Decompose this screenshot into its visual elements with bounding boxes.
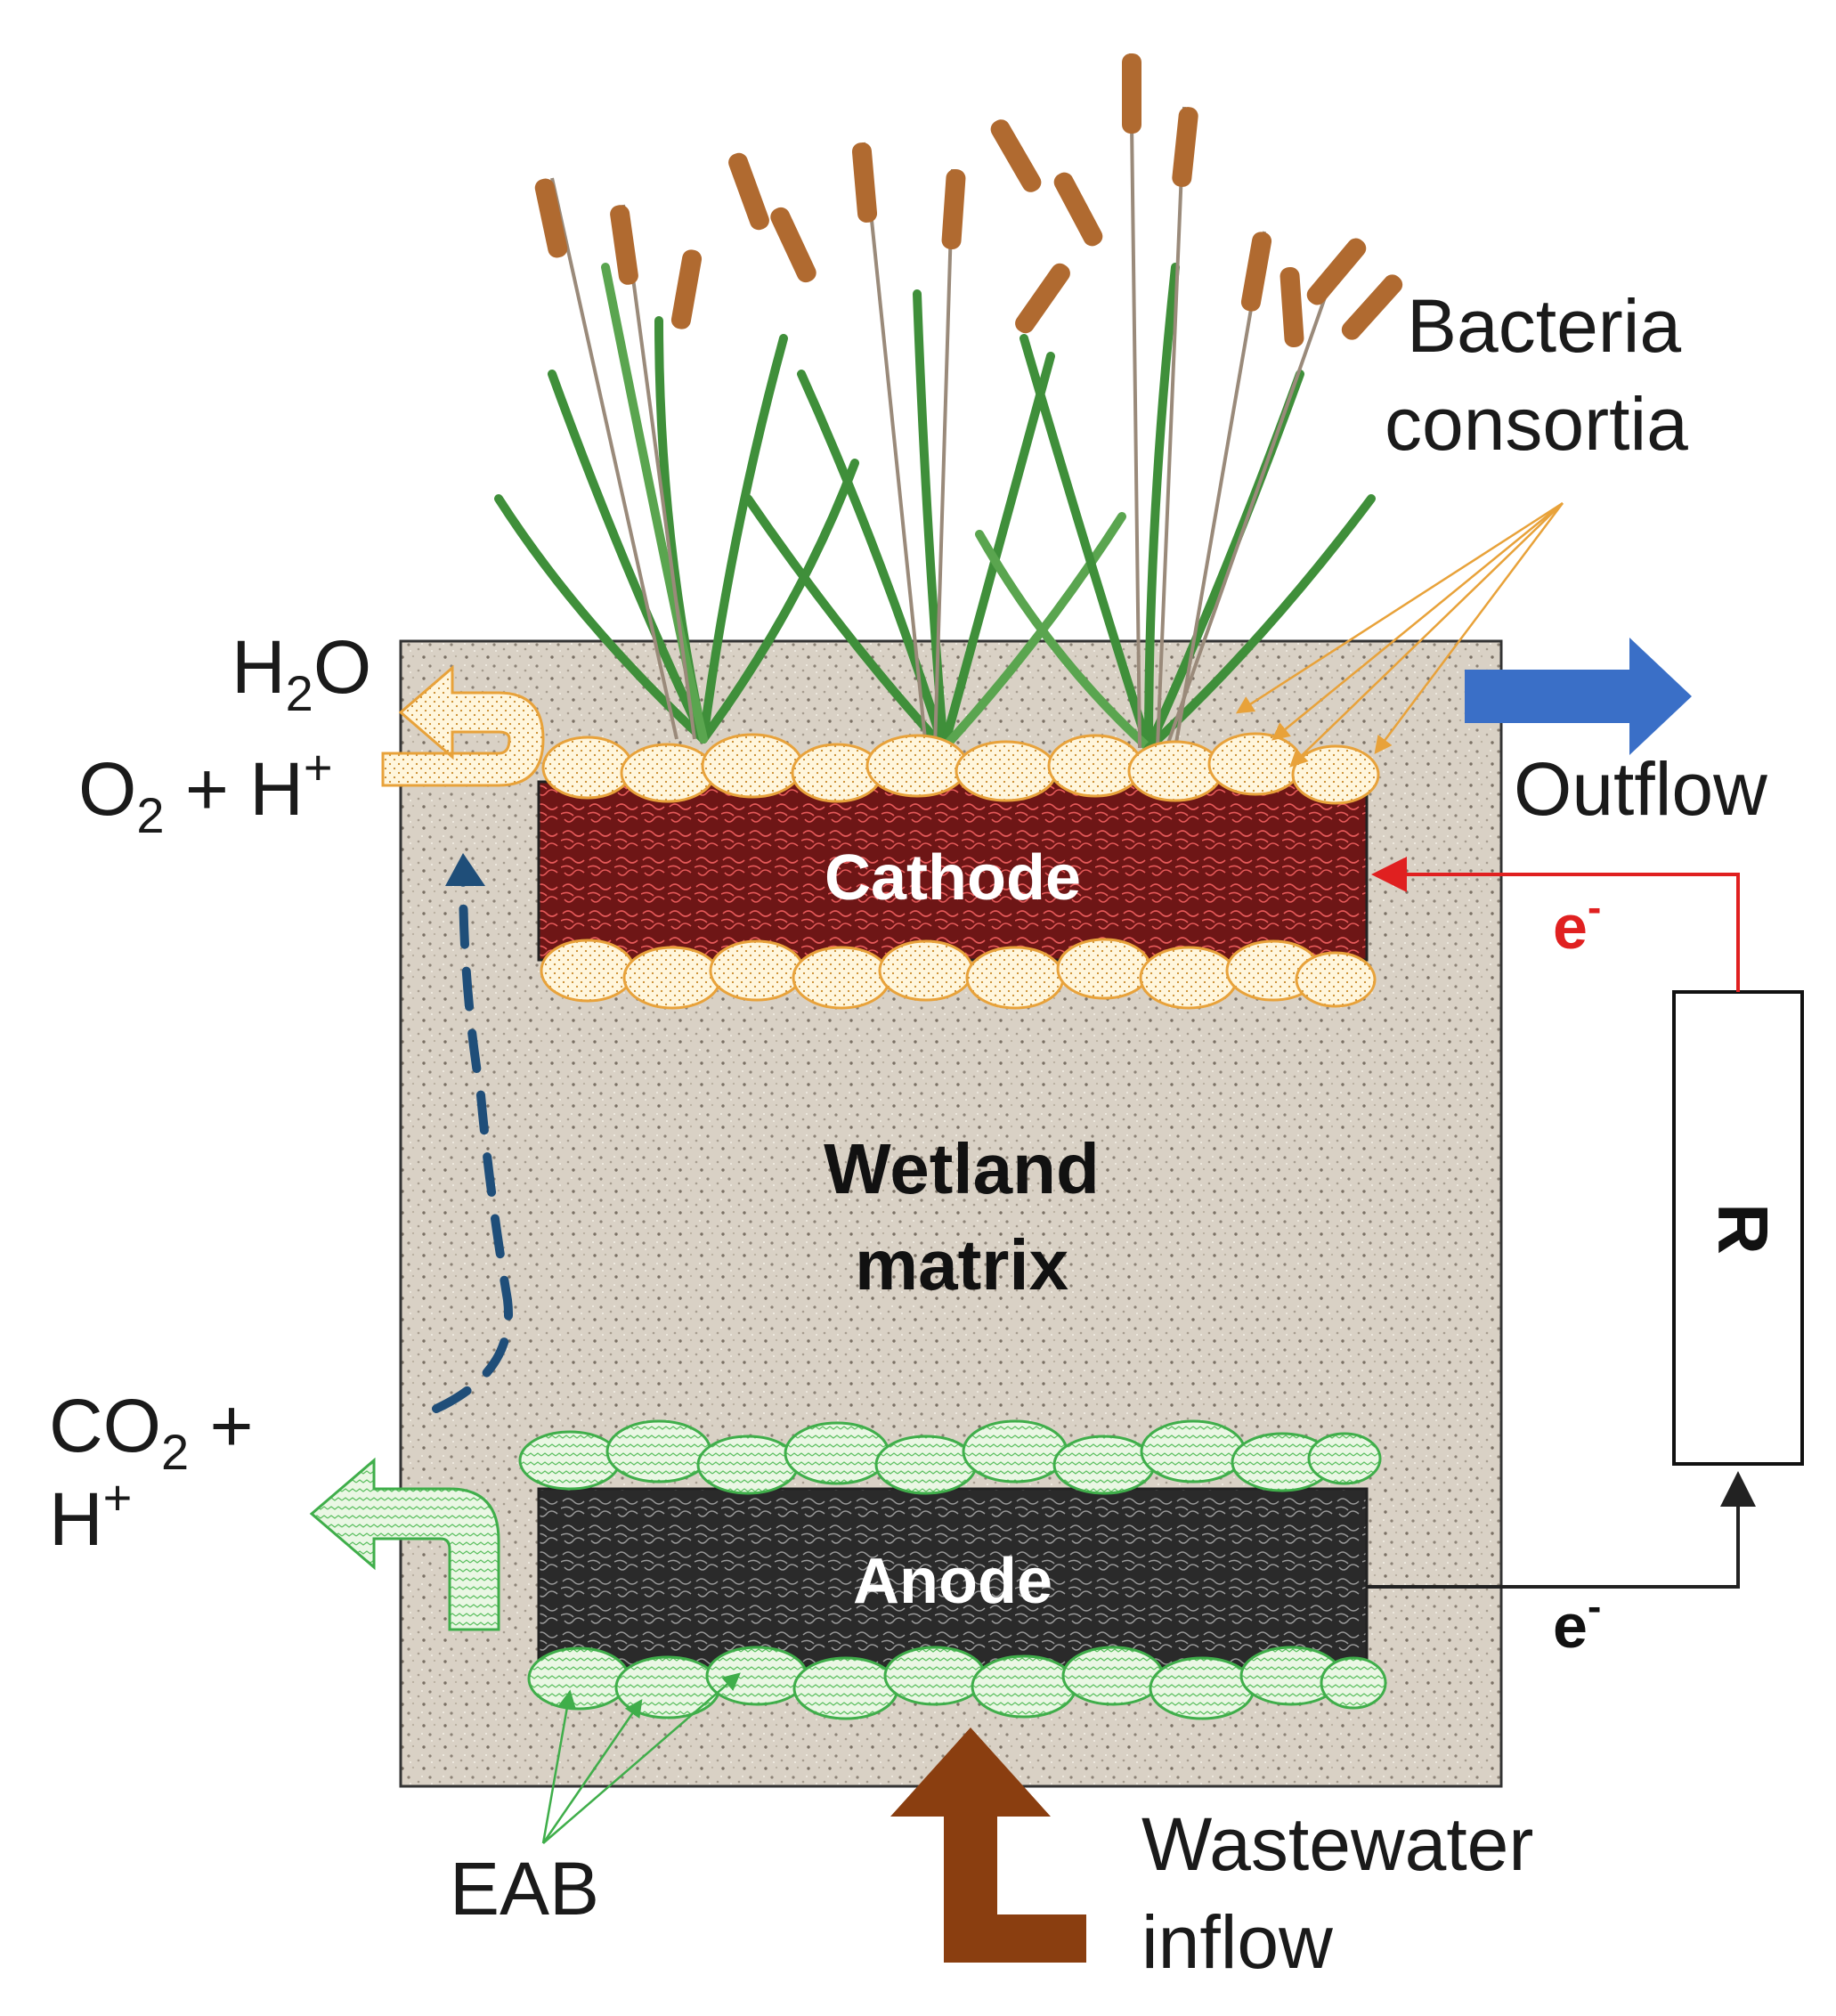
- wetland-matrix-label-2: matrix: [855, 1225, 1068, 1305]
- anode-electrode: [537, 1487, 1369, 1669]
- proton-transport-arrowhead: [445, 853, 485, 886]
- resistor-box: [1672, 990, 1804, 1466]
- cattail-heads: [534, 53, 1403, 347]
- bacteria-label-2: consortia: [1385, 382, 1688, 466]
- cathode-electrode: [537, 780, 1369, 962]
- bacteria-label-1: Bacteria: [1407, 284, 1681, 368]
- cattail-stems: [550, 53, 1337, 749]
- bacteria-pointers: [1235, 501, 1564, 768]
- h2o-label: H2O: [232, 625, 371, 721]
- eab-label: EAB: [450, 1847, 599, 1931]
- eab-pointers: [541, 1672, 741, 1844]
- electron-bottom-label: e-: [1553, 1583, 1601, 1661]
- resistor-label: R: [1703, 1203, 1783, 1255]
- wastewater-label-1: Wastewater: [1141, 1802, 1533, 1886]
- wastewater-label-2: inflow: [1141, 1900, 1333, 1984]
- cathode-label: Cathode: [825, 842, 1081, 914]
- electron-path-bottom: [1367, 1471, 1756, 1589]
- outflow-label: Outflow: [1514, 747, 1767, 831]
- anode-biofilm-top: [518, 1419, 1382, 1495]
- co2-label: CO2 +: [49, 1384, 254, 1480]
- electron-path-top: [1371, 857, 1740, 992]
- proton-transport-path: [432, 868, 513, 1413]
- h-plus-label: H+: [49, 1469, 132, 1561]
- cathode-reaction-arrow: [381, 664, 545, 787]
- cathode-biofilm-bottom: [540, 938, 1377, 1010]
- plant-middle: [743, 289, 1126, 752]
- electron-top-label: e-: [1553, 884, 1601, 962]
- plant-left: [494, 263, 859, 744]
- anode-label: Anode: [853, 1546, 1052, 1617]
- plants: [494, 53, 1403, 752]
- wetland-matrix-label-1: Wetland: [824, 1129, 1100, 1208]
- anode-biofilm-bottom: [527, 1646, 1387, 1720]
- outflow-arrow: [1465, 638, 1692, 755]
- o2-h-plus-label: O2 + H+: [78, 739, 333, 843]
- anode-reaction-arrow: [309, 1457, 500, 1631]
- wastewater-inflow-arrow: [890, 1727, 1086, 1963]
- cathode-biofilm-top: [541, 732, 1380, 805]
